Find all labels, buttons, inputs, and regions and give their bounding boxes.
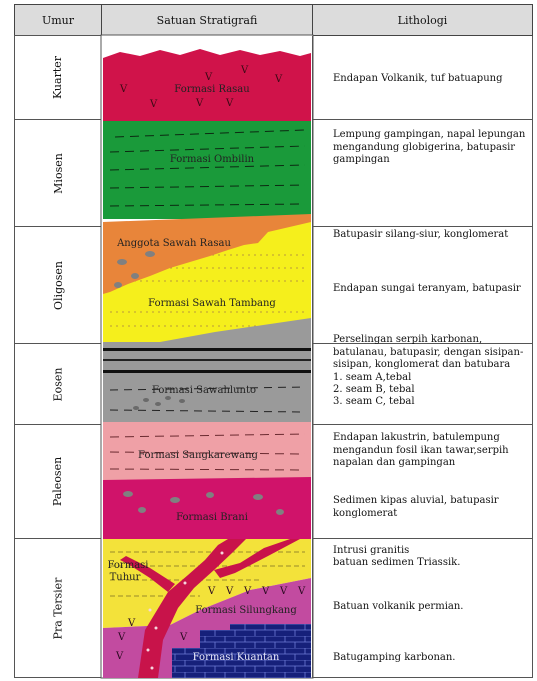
label-formasi-silungkang: Formasi Silungkang bbox=[195, 605, 297, 616]
lithology-pra-tersier-permian: Batuan volkanik permian. bbox=[333, 601, 533, 614]
row-divider bbox=[312, 226, 533, 227]
volcanic-symbol: V bbox=[279, 586, 288, 597]
volcanic-symbol: V bbox=[225, 98, 234, 109]
volcanic-symbol: V bbox=[179, 632, 188, 643]
volcanic-symbol: V bbox=[274, 74, 283, 85]
lithology-eosen: Perselingan serpih karbonan, batulanau, … bbox=[333, 334, 533, 372]
lithology-miosen: Lempung gampingan, napal lepungan mengan… bbox=[333, 129, 533, 167]
label-formasi-sangkarewang: Formasi Sangkarewang bbox=[138, 450, 258, 461]
intrusion-speck bbox=[221, 552, 224, 555]
coal-seam-b bbox=[103, 359, 311, 361]
label-formasi-sawahlunto: Formasi Sawahlunto bbox=[152, 385, 256, 396]
formasi-brani-layer bbox=[103, 477, 311, 539]
lithology-oligosen-upper: Batupasir silang-siur, konglomerat bbox=[333, 229, 533, 242]
volcanic-symbol: V bbox=[297, 586, 306, 597]
label-formasi-ombilin: Formasi Ombilin bbox=[170, 154, 255, 165]
lithology-pra-tersier-triassic: batuan sedimen Triassik. bbox=[333, 557, 533, 570]
row-divider bbox=[312, 538, 533, 539]
pebble bbox=[114, 282, 122, 288]
intrusion-speck bbox=[149, 609, 152, 612]
label-formasi-rasau: Formasi Rasau bbox=[174, 84, 250, 95]
lithology-pra-tersier-intrusion: Intrusi granitis bbox=[333, 545, 533, 558]
pebble bbox=[133, 406, 139, 410]
volcanic-symbol: V bbox=[149, 99, 158, 110]
volcanic-symbol: V bbox=[117, 632, 126, 643]
volcanic-symbol: V bbox=[195, 98, 204, 109]
intrusion-speck bbox=[184, 582, 187, 585]
pebble bbox=[123, 491, 133, 497]
label-formasi-tuhur-line1: Formasi bbox=[108, 560, 149, 571]
row-divider bbox=[312, 119, 533, 120]
pebble bbox=[179, 399, 185, 403]
volcanic-symbol: V bbox=[240, 65, 249, 76]
label-formasi-kuantan: Formasi Kuantan bbox=[193, 652, 280, 663]
lithology-eosen-seam-b: 2. seam B, tebal bbox=[333, 384, 533, 397]
label-formasi-tuhur-line2: Tuhur bbox=[110, 572, 141, 583]
lithology-eosen-seam-a: 1. seam A,tebal bbox=[333, 372, 533, 385]
label-anggota-sawah-rasau: Anggota Sawah Rasau bbox=[116, 238, 231, 249]
pebble bbox=[276, 509, 284, 515]
pebble bbox=[131, 273, 139, 279]
pebble bbox=[206, 492, 214, 498]
pebble bbox=[165, 396, 171, 400]
lithology-oligosen-lower: Endapan sungai teranyam, batupasir bbox=[333, 283, 533, 296]
coal-seam-a bbox=[103, 348, 311, 351]
coal-seam-c bbox=[103, 370, 311, 373]
label-formasi-brani: Formasi Brani bbox=[176, 512, 248, 523]
volcanic-symbol: V bbox=[119, 84, 128, 95]
pebble bbox=[145, 251, 155, 257]
intrusion-speck bbox=[147, 649, 150, 652]
lithology-eosen-seam-c: 3. seam C, tebal bbox=[333, 396, 533, 409]
pebble bbox=[155, 402, 161, 406]
volcanic-symbol: V bbox=[243, 586, 252, 597]
row-divider bbox=[312, 677, 533, 678]
volcanic-symbol: V bbox=[127, 618, 136, 629]
lithology-pra-tersier-limestone: Batugamping karbonan. bbox=[333, 652, 533, 665]
intrusion-speck bbox=[155, 627, 158, 630]
volcanic-symbol: V bbox=[225, 586, 234, 597]
volcanic-symbol: V bbox=[261, 586, 270, 597]
intrusion-speck bbox=[151, 667, 154, 670]
lithology-paleosen-upper: Endapan lakustrin, batulempung mengandun… bbox=[333, 432, 533, 470]
lithology-paleosen-lower: Sedimen kipas aluvial, batupasir konglom… bbox=[333, 495, 533, 520]
pebble bbox=[143, 398, 149, 402]
row-divider bbox=[312, 424, 533, 425]
pebble bbox=[253, 494, 263, 500]
pebble bbox=[138, 507, 146, 513]
lithology-kuarter: Endapan Volkanik, tuf batuapung bbox=[333, 73, 533, 86]
pebble bbox=[117, 259, 127, 265]
pebble bbox=[170, 497, 180, 503]
volcanic-symbol: V bbox=[204, 72, 213, 83]
volcanic-symbol: V bbox=[115, 651, 124, 662]
volcanic-symbol: V bbox=[207, 586, 216, 597]
label-formasi-sawah-tambang: Formasi Sawah Tambang bbox=[148, 298, 276, 309]
formasi-sawahlunto-layer bbox=[103, 342, 311, 422]
